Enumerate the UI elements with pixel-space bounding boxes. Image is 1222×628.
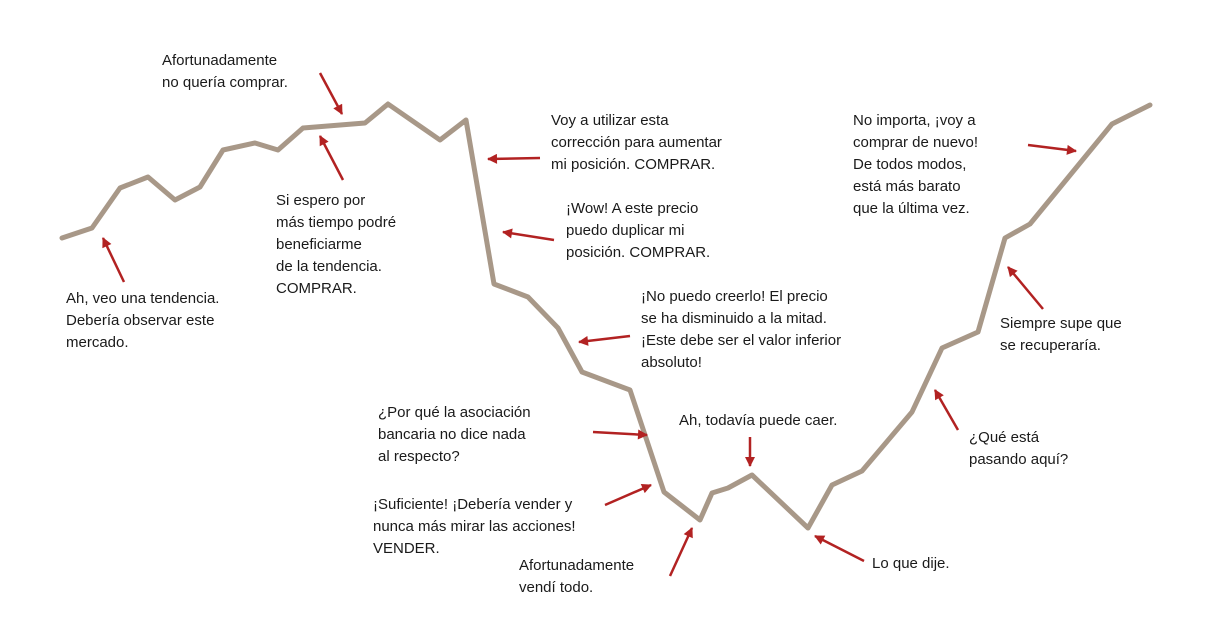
annotation-line: COMPRAR. xyxy=(276,280,357,297)
annotation-line: se recuperaría. xyxy=(1000,337,1101,354)
annotation-line: De todos modos, xyxy=(853,156,967,173)
annotation-no-importa: No importa, ¡voy a comprar de nuevo! De … xyxy=(853,110,978,220)
annotation-line: beneficiarme xyxy=(276,236,362,253)
annotation-line: ¡Este debe ser el valor inferior xyxy=(641,332,842,349)
annotation-que-esta-pasando: ¿Qué está pasando aquí? xyxy=(969,427,1068,471)
annotation-line: nunca más mirar las acciones! xyxy=(373,518,576,535)
annotation-wow: ¡Wow! A este precio puedo duplicar mi po… xyxy=(566,198,710,264)
arrow-vendi-todo xyxy=(668,527,694,577)
annotation-line: mi posición. COMPRAR. xyxy=(551,156,716,173)
annotation-line: de la tendencia. xyxy=(276,258,382,275)
annotation-line: Siempre supe que xyxy=(1000,315,1122,332)
annotation-line: vendí todo. xyxy=(519,579,594,596)
annotation-vendi-todo: Afortunadamente vendí todo. xyxy=(519,555,634,599)
arrow-asociacion xyxy=(592,429,648,440)
arrow-correccion xyxy=(487,153,541,164)
annotation-line: ¿Por qué la asociación xyxy=(378,404,531,421)
annotation-line: No importa, ¡voy a xyxy=(853,112,976,129)
annotation-suficiente: ¡Suficiente! ¡Debería vender y nunca más… xyxy=(373,494,576,560)
annotation-line: absoluto! xyxy=(641,354,702,371)
annotation-line: pasando aquí? xyxy=(969,451,1069,468)
arrow-tendencia xyxy=(101,237,126,283)
arrow-no-puedo-creerlo xyxy=(578,334,631,346)
annotation-line: Ah, todavía puede caer. xyxy=(679,412,838,429)
annotation-line: ¡Suficiente! ¡Debería vender y xyxy=(373,496,573,513)
annotation-line: corrección para aumentar xyxy=(551,134,722,151)
annotation-line: Debería observar este xyxy=(66,312,215,329)
annotation-lo-que-dije: Lo que dije. xyxy=(872,553,950,575)
annotation-line: no quería comprar. xyxy=(162,74,288,91)
annotation-tendencia: Ah, veo una tendencia. Debería observar … xyxy=(66,288,219,354)
annotation-line: ¡No puedo creerlo! El precio xyxy=(641,288,828,305)
annotation-line: más tiempo podré xyxy=(276,214,397,231)
arrows-group xyxy=(101,72,1077,577)
annotation-line: Lo que dije. xyxy=(872,555,950,572)
annotation-line: Afortunadamente xyxy=(519,557,635,574)
annotation-no-puedo-creerlo: ¡No puedo creerlo! El precio se ha dismi… xyxy=(641,286,841,374)
arrow-no-importa xyxy=(1027,143,1077,155)
annotation-line: puedo duplicar mi xyxy=(566,222,685,239)
annotation-line: VENDER. xyxy=(373,540,440,557)
annotation-line: Ah, veo una tendencia. xyxy=(66,290,220,307)
arrow-afortunadamente-no-compra xyxy=(318,72,344,115)
annotation-line: bancaria no dice nada xyxy=(378,426,526,443)
annotation-line: está más barato xyxy=(853,178,961,195)
annotation-line: mercado. xyxy=(66,334,129,351)
annotation-asociacion: ¿Por qué la asociación bancaria no dice … xyxy=(378,402,531,468)
arrow-lo-que-dije xyxy=(814,534,865,563)
arrow-que-esta-pasando xyxy=(933,389,960,431)
price-line xyxy=(59,101,1153,531)
annotation-line: al respecto? xyxy=(378,448,460,465)
annotation-line: Afortunadamente xyxy=(162,52,278,69)
annotation-line: ¿Qué está xyxy=(969,429,1040,446)
annotation-line: se ha disminuido a la mitad. xyxy=(641,310,827,327)
annotation-afortunadamente-no-compra: Afortunadamente no quería comprar. xyxy=(162,50,288,94)
annotation-correccion: Voy a utilizar esta corrección para aume… xyxy=(551,110,722,176)
annotation-line: Si espero por xyxy=(276,192,366,209)
arrow-wow xyxy=(502,228,555,242)
annotation-siempre-supe: Siempre supe que se recuperaría. xyxy=(1000,313,1122,357)
arrow-si-espero xyxy=(318,135,345,181)
arrow-suficiente xyxy=(604,483,652,507)
annotation-si-espero: Si espero por más tiempo podré beneficia… xyxy=(276,190,396,300)
annotation-line: ¡Wow! A este precio xyxy=(566,200,699,217)
arrow-siempre-supe xyxy=(1007,266,1044,310)
annotation-todavia-caer: Ah, todavía puede caer. xyxy=(679,410,837,432)
annotation-line: posición. COMPRAR. xyxy=(566,244,711,261)
annotation-line: comprar de nuevo! xyxy=(853,134,979,151)
annotation-line: Voy a utilizar esta xyxy=(551,112,669,129)
annotation-line: que la última vez. xyxy=(853,200,970,217)
